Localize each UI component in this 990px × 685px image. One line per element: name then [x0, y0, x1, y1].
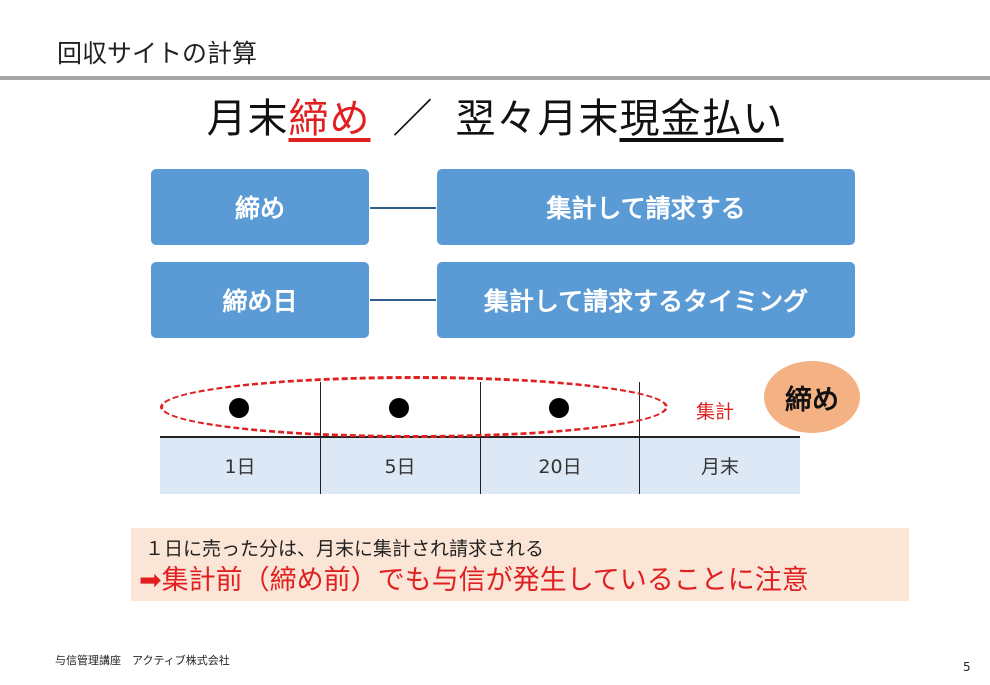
title-part-month-end: 月末: [206, 96, 289, 142]
title-part-next-next-month-end: 翌々月末: [455, 96, 620, 142]
note-line-2: ➡集計前（締め前）でも与信が発生していることに注意: [139, 565, 809, 596]
note-line-1: １日に売った分は、月末に集計され請求される: [145, 538, 545, 560]
timeline-cell-day1: 1日: [224, 456, 256, 478]
connector-line: [370, 299, 436, 301]
timeline-cell-day5: 5日: [384, 456, 416, 478]
timeline-divider: [639, 382, 640, 494]
meaning-box-shime: 集計して請求する: [437, 169, 855, 245]
footer-text: 与信管理講座 アクティブ株式会社: [55, 654, 230, 667]
timeline-cell-month-end: 月末: [700, 456, 739, 478]
timeline-cell-day20: 20日: [538, 456, 582, 478]
header-divider: [0, 76, 990, 80]
shuukei-label: 集計: [696, 401, 735, 423]
timeline-divider: [480, 382, 481, 494]
page-number: 5: [963, 660, 971, 674]
title-part-shime: 締め: [288, 96, 371, 142]
main-title: 月末締め ／ 翌々月末現金払い: [0, 86, 990, 144]
meaning-box-shimebi: 集計して請求するタイミング: [437, 262, 855, 338]
shime-badge: 締め: [764, 361, 860, 433]
note-box: １日に売った分は、月末に集計され請求される ➡集計前（締め前）でも与信が発生して…: [131, 528, 909, 601]
slide-header-title: 回収サイトの計算: [57, 39, 258, 68]
term-box-shimebi: 締め日: [151, 262, 369, 338]
title-slash: ／: [392, 96, 434, 142]
term-box-shime: 締め: [151, 169, 369, 245]
title-part-cash-payment: 現金払い: [619, 96, 784, 142]
connector-line: [370, 207, 436, 209]
dashed-highlight-ellipse: [160, 376, 668, 438]
timeline-divider: [320, 382, 321, 494]
